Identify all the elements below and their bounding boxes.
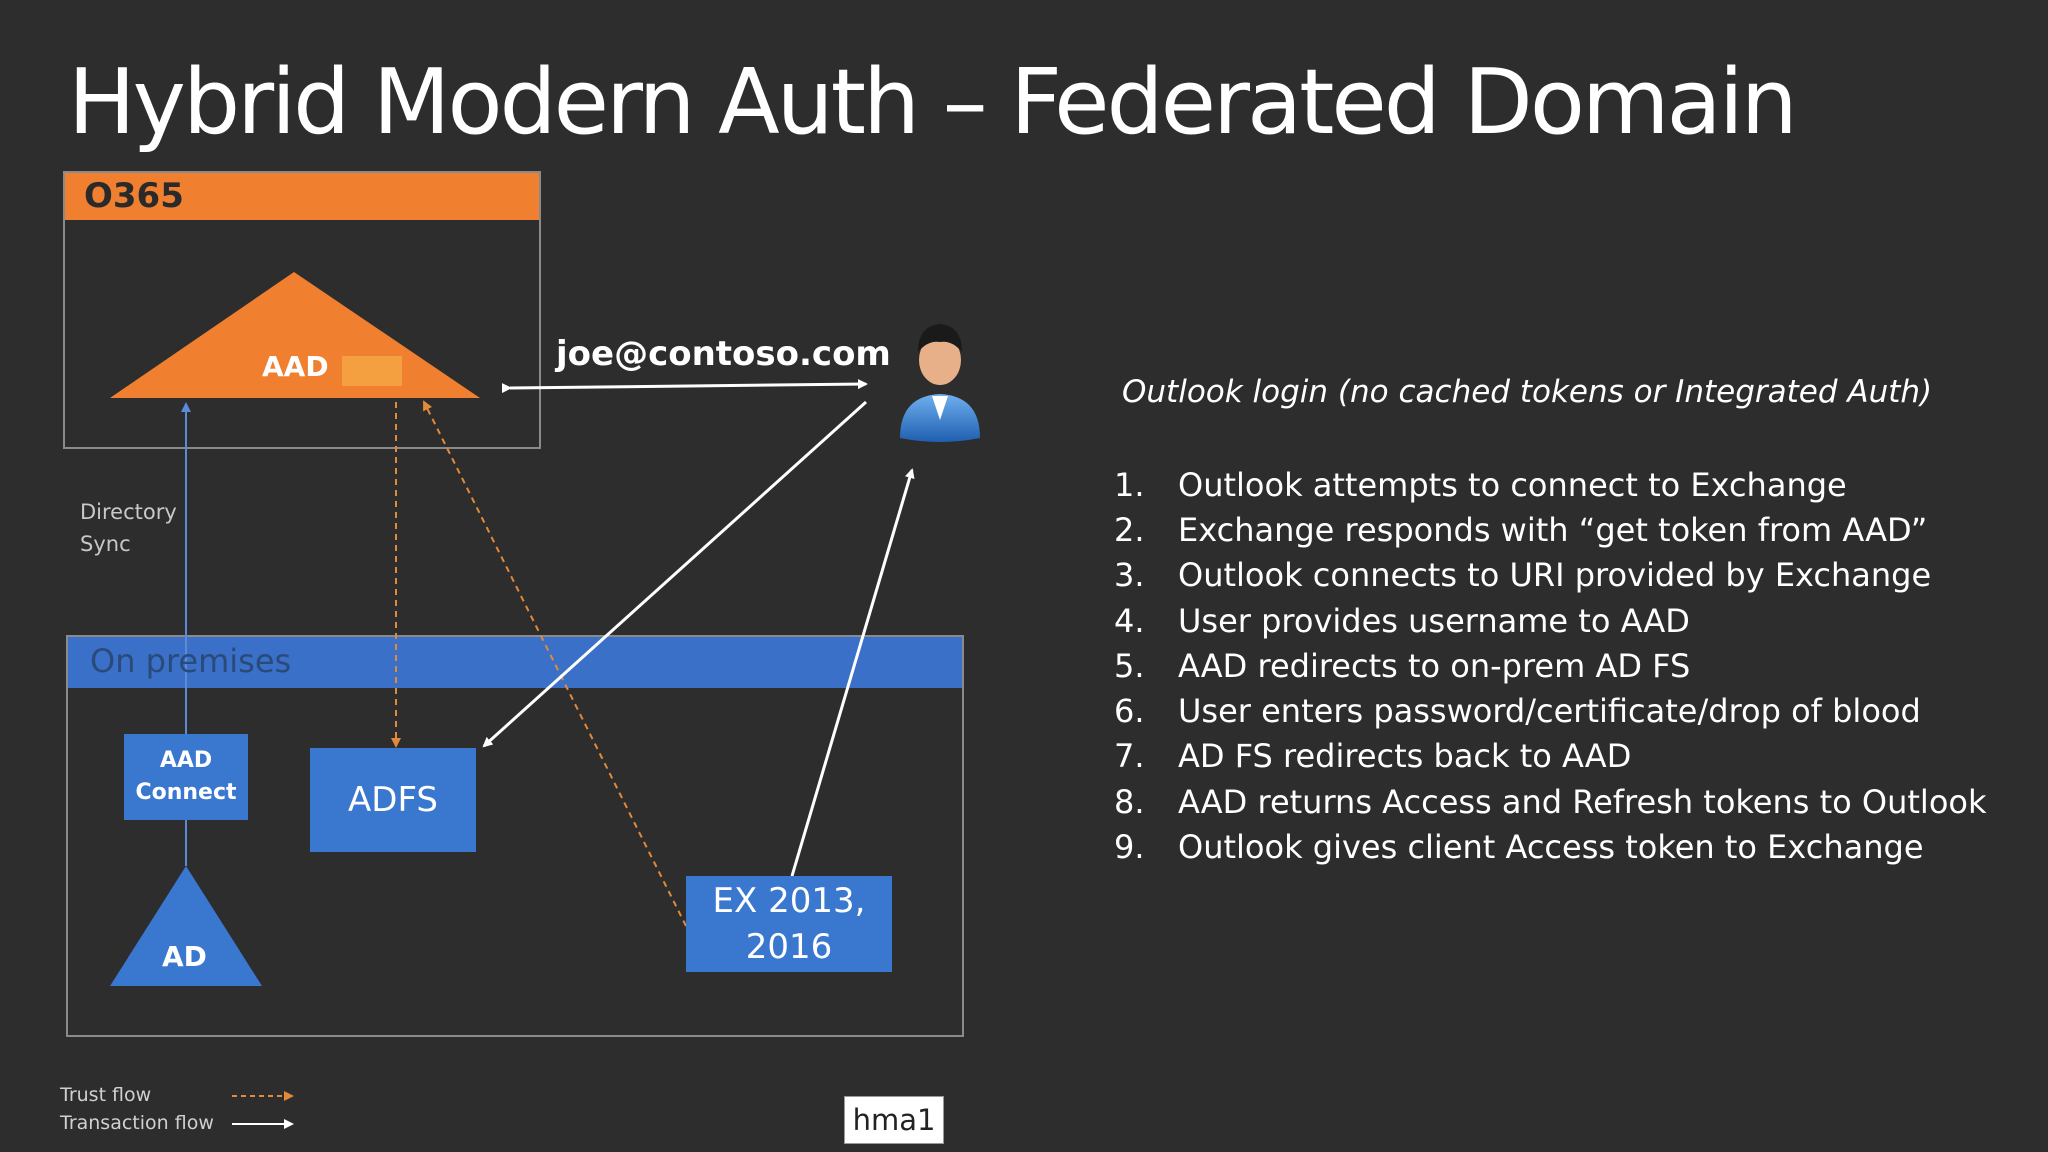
- legend-trust-flow-label: Trust flow: [60, 1084, 152, 1106]
- step-text: Outlook attempts to connect to Exchange: [1178, 465, 1847, 504]
- step-item: 3. Outlook connects to URI provided by Ex…: [1114, 553, 1987, 598]
- step-number: 3.: [1114, 556, 1145, 595]
- step-text: AAD redirects to on-prem AD FS: [1178, 646, 1691, 685]
- on-premises-label: On premises: [90, 642, 292, 680]
- step-text: AAD returns Access and Refresh tokens to…: [1178, 782, 1987, 821]
- step-text: User enters password/certificate/drop of…: [1178, 692, 1921, 731]
- step-item: 6. User enters password/certificate/drop …: [1114, 688, 1987, 733]
- o365-container: [63, 171, 541, 449]
- on-premises-container: [66, 635, 964, 1037]
- step-text: Outlook connects to URI provided by Exch…: [1178, 556, 1932, 595]
- step-item: 1. Outlook attempts to connect to Exchang…: [1114, 462, 1987, 507]
- directory-sync-label: Directory Sync: [80, 500, 177, 556]
- step-item: 5. AAD redirects to on-prem AD FS: [1114, 643, 1987, 688]
- aad-badge: [342, 356, 402, 386]
- adfs-box: ADFS: [310, 748, 476, 852]
- caption-tag: hma1: [844, 1096, 944, 1144]
- user-email-label: joe@contoso.com: [556, 334, 891, 374]
- step-text: Outlook gives client Access token to Exc…: [1178, 828, 1924, 867]
- aad-connect-box: AAD Connect: [124, 734, 248, 820]
- step-item: 7. AD FS redirects back to AAD: [1114, 734, 1987, 779]
- legend-transaction-flow-label: Transaction flow: [60, 1112, 214, 1134]
- transaction-flow-ex-user: [784, 468, 915, 886]
- ad-label: AD: [162, 940, 207, 973]
- step-number: 4.: [1114, 601, 1145, 640]
- step-item: 2. Exchange responds with “get token from…: [1114, 507, 1987, 552]
- ad-triangle: [110, 866, 262, 986]
- step-number: 5.: [1114, 646, 1145, 685]
- step-item: 9. Outlook gives client Access token to E…: [1114, 824, 1987, 869]
- step-text: AD FS redirects back to AAD: [1178, 737, 1632, 776]
- user-icon: [900, 324, 980, 442]
- step-text: User provides username to AAD: [1178, 601, 1690, 640]
- outlook-login-heading: Outlook login (no cached tokens or Integ…: [1122, 374, 1933, 410]
- step-number: 7.: [1114, 737, 1145, 776]
- transaction-flow-aad-user: [501, 379, 868, 394]
- exchange-box: EX 2013, 2016: [686, 876, 892, 972]
- o365-label: O365: [84, 176, 184, 216]
- step-item: 8. AAD returns Access and Refresh tokens …: [1114, 779, 1987, 824]
- step-number: 1.: [1114, 465, 1145, 504]
- trust-flow-ex-to-aad: [423, 400, 687, 927]
- step-item: 4. User provides username to AAD: [1114, 598, 1987, 643]
- login-steps-list: 1. Outlook attempts to connect to Exchang…: [1114, 462, 1987, 870]
- step-number: 2.: [1114, 510, 1145, 549]
- aad-label: AAD: [262, 350, 329, 383]
- transaction-flow-user-adfs: [482, 400, 868, 748]
- step-number: 9.: [1114, 828, 1145, 867]
- slide-title: Hybrid Modern Auth – Federated Domain: [68, 50, 1798, 155]
- step-number: 6.: [1114, 692, 1145, 731]
- step-text: Exchange responds with “get token from A…: [1178, 510, 1928, 549]
- o365-header-bar: [64, 172, 540, 220]
- step-number: 8.: [1114, 782, 1145, 821]
